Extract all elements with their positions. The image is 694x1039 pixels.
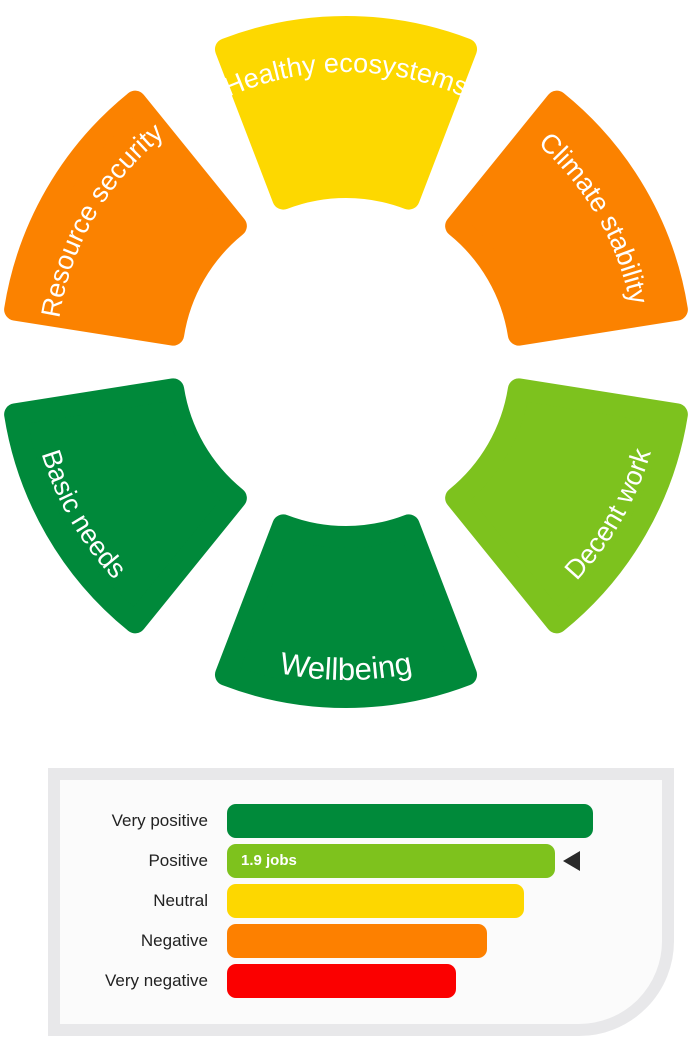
scale-bar-positive: 1.9 jobs [227,844,555,878]
wheel-segment-climate-stability: Climate stability [445,90,688,346]
scale-label: Very negative [104,971,208,990]
scale-bar-very-positive [227,804,593,838]
wheel-segment-wellbeing: Wellbeing [214,514,478,708]
scale-bar-very-negative [227,964,456,998]
scale-label: Positive [148,851,208,870]
wheel-segment-decent-work: Decent work [445,378,688,634]
value-label: 1.9 jobs [241,852,297,869]
wheel-segment-basic-needs: Basic needs [4,378,247,634]
segment-label: Wellbeing [277,645,414,687]
wheel-segment-healthy-ecosystems: Healthy ecosystems [214,16,478,210]
pointer-arrow-icon [563,851,580,871]
scale-label: Very positive [111,811,208,830]
scale-row-neutral: Neutral [60,884,662,918]
scale-label: Negative [140,931,208,950]
impact-scale-panel: Very positive Positive 1.9 jobs Neutral … [48,768,674,1036]
scale-bar-negative [227,924,487,958]
scale-row-positive: Positive 1.9 jobs [60,844,662,878]
scale-row-negative: Negative [60,924,662,958]
scale-row-very-positive: Very positive [60,804,662,838]
scale-row-very-negative: Very negative [60,964,662,998]
scale-bar-neutral [227,884,524,918]
wheel-segment-resource-security: Resource security [4,90,247,346]
scale-label: Neutral [153,891,208,910]
